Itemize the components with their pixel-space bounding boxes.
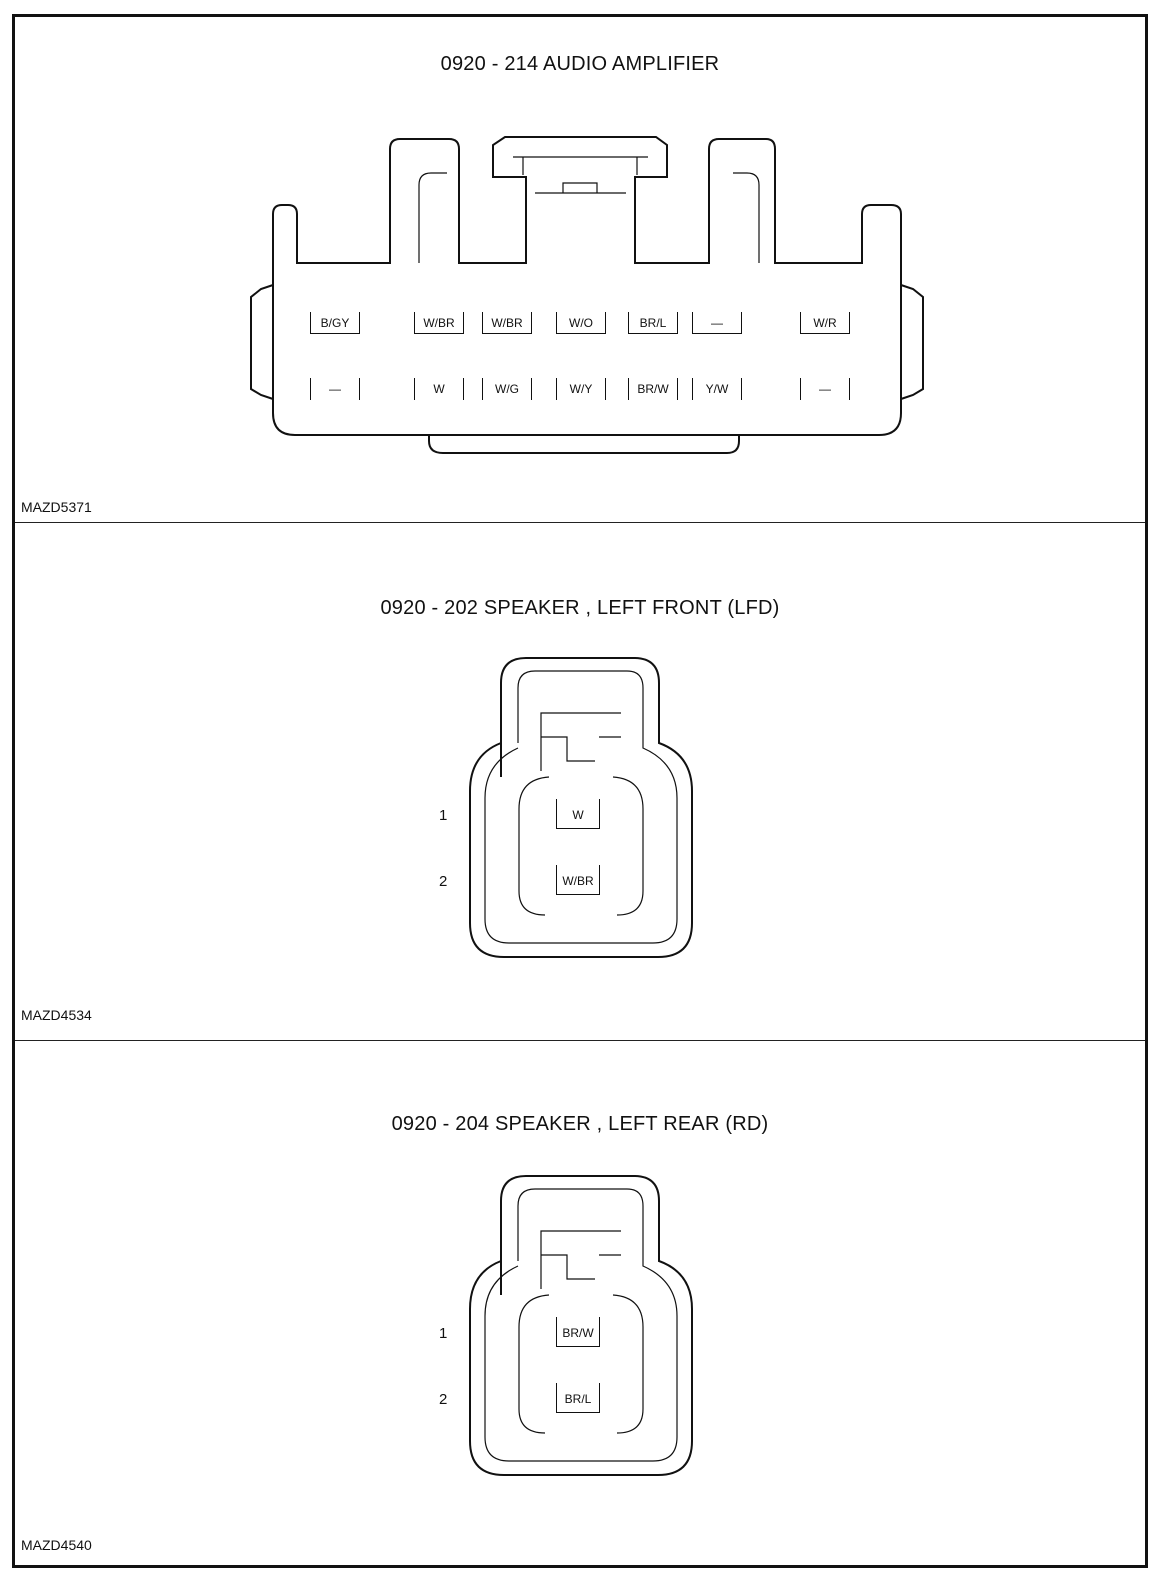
amplifier-pin-label: B/GY xyxy=(320,316,350,330)
pin-number-1: 1 xyxy=(439,807,448,824)
amplifier-pin-1-3: W/BR xyxy=(482,312,532,334)
amplifier-pin-label: — xyxy=(711,316,723,330)
amplifier-pin-2-4: W/Y xyxy=(556,378,606,400)
pin-wire-label: W xyxy=(572,808,584,822)
speaker-rear-code: MAZD4540 xyxy=(21,1537,92,1553)
amplifier-pin-label: BR/L xyxy=(639,316,667,330)
amplifier-pin-label: — xyxy=(819,382,831,396)
speaker-front-code: MAZD4534 xyxy=(21,1007,92,1023)
pin-wire-label: W/BR xyxy=(562,874,594,888)
amplifier-pin-label: BR/W xyxy=(637,382,669,396)
amplifier-pin-label: W/R xyxy=(813,316,837,330)
pin-wire-box-1: BR/W xyxy=(556,1317,600,1347)
pin-number-1: 1 xyxy=(439,1325,448,1342)
speaker-front-title: 0920 - 202 SPEAKER , LEFT FRONT (LFD) xyxy=(380,597,780,619)
amplifier-pin-2-1: — xyxy=(310,378,360,400)
amplifier-pin-label: W/G xyxy=(495,382,519,396)
diagram-sheet: 0920 - 214 AUDIO AMPLIFIER B/GY W/BR W/BR W… xyxy=(12,14,1148,1568)
amplifier-pin-label: W/BR xyxy=(491,316,523,330)
pin-wire-label: BR/L xyxy=(564,1392,592,1406)
amplifier-pin-1-6: — xyxy=(692,312,742,334)
pin-number-2: 2 xyxy=(439,873,448,890)
amplifier-pin-1-1: B/GY xyxy=(310,312,360,334)
speaker-front-connector-drawing xyxy=(469,657,693,958)
amplifier-code: MAZD5371 xyxy=(21,499,92,515)
amplifier-pin-1-7: W/R xyxy=(800,312,850,334)
pin-wire-box-2: W/BR xyxy=(556,865,600,895)
amplifier-connector-drawing xyxy=(250,136,924,454)
speaker-rear-connector-drawing xyxy=(469,1175,693,1476)
pin-number-2: 2 xyxy=(439,1391,448,1408)
amplifier-pin-1-4: W/O xyxy=(556,312,606,334)
amplifier-pin-2-6: Y/W xyxy=(692,378,742,400)
amplifier-pin-2-5: BR/W xyxy=(628,378,678,400)
amplifier-pin-label: W xyxy=(433,382,445,396)
amplifier-panel: 0920 - 214 AUDIO AMPLIFIER B/GY W/BR W/BR W… xyxy=(15,17,1145,522)
amplifier-pin-1-2: W/BR xyxy=(414,312,464,334)
amplifier-pin-1-5: BR/L xyxy=(628,312,678,334)
amplifier-pin-label: — xyxy=(329,382,341,396)
amplifier-pin-label: Y/W xyxy=(705,382,729,396)
amplifier-pin-2-7: — xyxy=(800,378,850,400)
amplifier-title: 0920 - 214 AUDIO AMPLIFIER xyxy=(440,53,720,75)
pin-wire-box-2: BR/L xyxy=(556,1383,600,1413)
speaker-rear-title: 0920 - 204 SPEAKER , LEFT REAR (RD) xyxy=(391,1113,769,1135)
amplifier-pin-2-2: W xyxy=(414,378,464,400)
amplifier-pin-label: W/BR xyxy=(423,316,455,330)
pin-wire-label: BR/W xyxy=(562,1326,594,1340)
pin-wire-box-1: W xyxy=(556,799,600,829)
amplifier-pin-2-3: W/G xyxy=(482,378,532,400)
amplifier-pin-label: W/Y xyxy=(569,382,593,396)
amplifier-pin-label: W/O xyxy=(569,316,593,330)
